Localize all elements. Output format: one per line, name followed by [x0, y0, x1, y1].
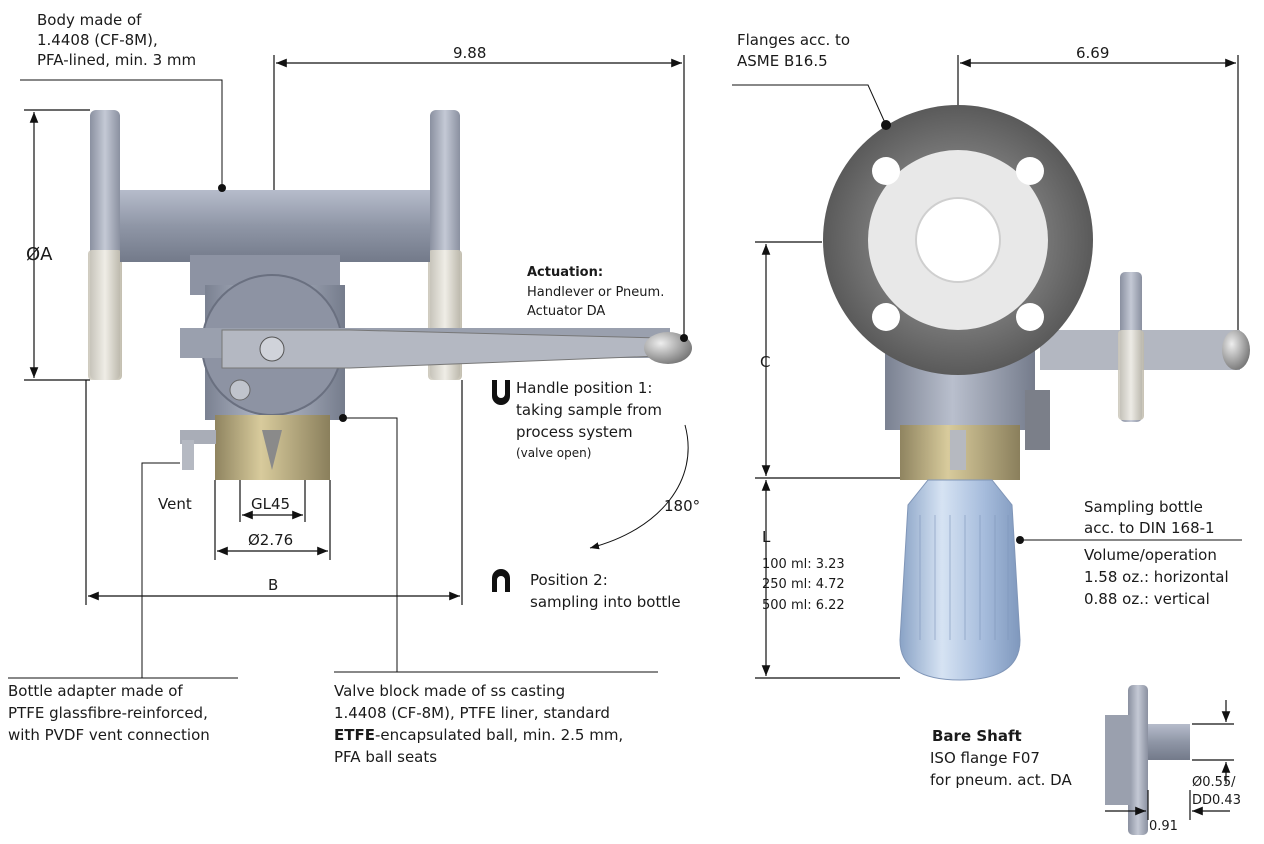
shaft-stub — [1148, 724, 1190, 760]
side-vent — [950, 430, 966, 470]
valve-block-label-1: Valve block made of ss casting — [334, 682, 565, 700]
dim-c-label: C — [760, 353, 770, 371]
bolt-hole — [872, 303, 900, 331]
flanges-label-2: ASME B16.5 — [737, 52, 828, 70]
dim-dia-a-label: ØA — [26, 244, 53, 265]
bottle-label-2: acc. to DIN 168-1 — [1084, 519, 1215, 537]
side-lever-bracket — [1025, 390, 1050, 450]
adapter-label-3: with PVDF vent connection — [8, 726, 210, 744]
dim-l-label: L — [762, 528, 771, 546]
position2-line-2: sampling into bottle — [530, 593, 681, 611]
body-label-1: Body made of — [37, 11, 142, 29]
left-flange-liner — [88, 250, 122, 380]
handle-pos1-line-3: process system — [516, 423, 633, 441]
flanges-label-1: Flanges acc. to — [737, 31, 850, 49]
l-500ml: 500 ml: 6.22 — [762, 598, 845, 613]
l-250ml: 250 ml: 4.72 — [762, 577, 845, 592]
actuation-title: Actuation: — [527, 265, 603, 280]
side-lever-knob — [1222, 330, 1250, 370]
handle-pos1-line-2: taking sample from — [516, 401, 662, 419]
shaft-dia-label-2: DD0.43 — [1192, 793, 1241, 808]
dim-6.69-label: 6.69 — [1076, 44, 1109, 62]
shaft-flange — [1128, 685, 1148, 835]
bolt-hole — [872, 157, 900, 185]
actuation-line-2: Actuator DA — [527, 304, 605, 319]
dia-2.76-label: Ø2.76 — [248, 531, 293, 549]
shaft-hub — [1105, 715, 1131, 805]
bolt-hole — [1016, 303, 1044, 331]
bare-shaft-title: Bare Shaft — [932, 727, 1022, 745]
dimensions — [24, 55, 1239, 820]
handle-open-icon — [492, 380, 510, 405]
pipe-body — [120, 190, 430, 262]
vent-stub — [182, 440, 194, 470]
vent-label: Vent — [158, 495, 192, 513]
lever-pin — [229, 379, 251, 401]
gl45-label: GL45 — [251, 495, 290, 513]
etfe-bold: ETFE — [334, 726, 375, 744]
bottle-label-4: 1.58 oz.: horizontal — [1084, 568, 1229, 586]
adapter-label-1: Bottle adapter made of — [8, 682, 183, 700]
flange-bore — [915, 197, 1001, 283]
position2-line-1: Position 2: — [530, 571, 608, 589]
lever-pivot — [259, 336, 285, 362]
bare-shaft-line-1: ISO flange F07 — [930, 749, 1040, 767]
valve-block-label-2: 1.4408 (CF-8M), PTFE liner, standard — [334, 704, 610, 722]
shaft-dia-label-1: Ø0.55/ — [1192, 775, 1236, 790]
l-100ml: 100 ml: 3.23 — [762, 557, 845, 572]
dim-9.88-label: 9.88 — [453, 44, 486, 62]
shaft-len-label: 0.91 — [1149, 819, 1178, 834]
valve-block-label-4: PFA ball seats — [334, 748, 437, 766]
side-flange-liner — [1118, 330, 1144, 420]
body-label-3: PFA-lined, min. 3 mm — [37, 51, 196, 69]
handle-pos1-line-1: Handle position 1: — [516, 379, 652, 397]
bare-shaft-view — [1105, 685, 1190, 835]
actuation-line-1: Handlever or Pneum. — [527, 285, 664, 300]
bottle-label-3: Volume/operation — [1084, 546, 1217, 564]
bottle-ribs — [919, 515, 1009, 640]
annotations: Body made of 1.4408 (CF-8M), PFA-lined, … — [8, 11, 1241, 834]
bottle-label-1: Sampling bottle — [1084, 498, 1203, 516]
bolt-hole — [1016, 157, 1044, 185]
side-view — [823, 105, 1250, 681]
sampling-bottle — [899, 479, 1021, 681]
leaders — [8, 79, 1242, 679]
handle-pos1-line-4: (valve open) — [516, 446, 591, 460]
valve-block-label-3: ETFE-encapsulated ball, min. 2.5 mm, — [334, 726, 623, 744]
adapter-label-2: PTFE glassfibre-reinforced, — [8, 704, 208, 722]
adapter-nozzle — [262, 430, 282, 470]
bare-shaft-line-2: for pneum. act. DA — [930, 771, 1072, 789]
body-label-2: 1.4408 (CF-8M), — [37, 31, 158, 49]
valve-block-label-3-rest: -encapsulated ball, min. 2.5 mm, — [375, 726, 623, 744]
front-view — [88, 110, 692, 480]
rotation-arrow — [589, 424, 689, 550]
handle-closed-icon — [492, 569, 510, 592]
angle-label: 180° — [664, 497, 700, 515]
lever-knob — [644, 332, 692, 364]
bottle-label-5: 0.88 oz.: vertical — [1084, 590, 1210, 608]
dim-b-label: B — [268, 576, 278, 594]
